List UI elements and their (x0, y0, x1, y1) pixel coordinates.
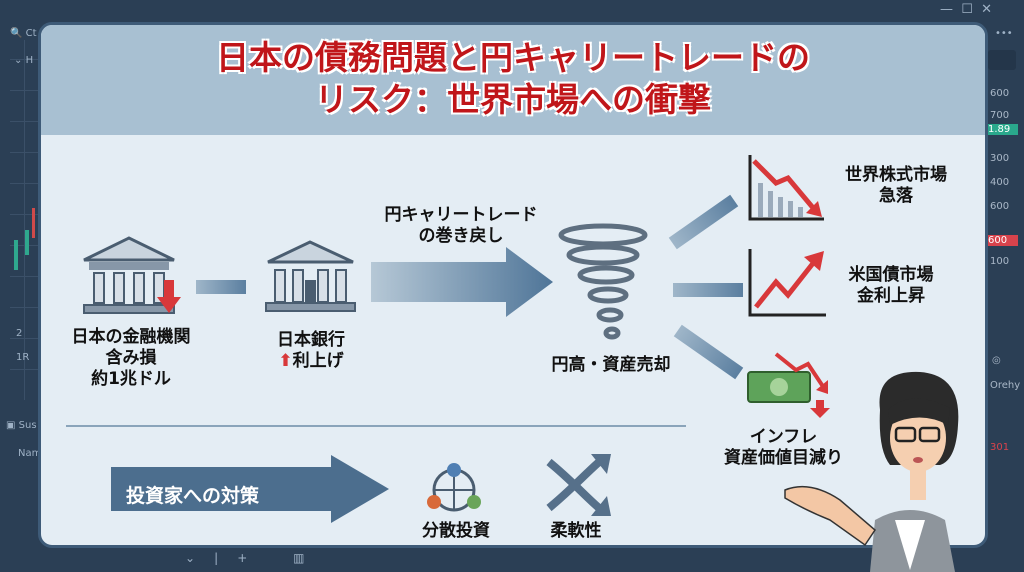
candle (32, 208, 35, 238)
yen-label: 円高・資産売却 (551, 355, 671, 375)
big-arrow-icon (371, 247, 553, 317)
bonds-label: 米国債市場金利上昇 (848, 265, 934, 306)
tornado-icon (558, 223, 648, 340)
divider (66, 425, 686, 427)
price-label: 300 (990, 153, 1010, 164)
candle (25, 230, 29, 255)
up-arrow-icon: ⬆ (278, 351, 293, 371)
price-label: 400 (990, 177, 1010, 188)
infographic-panel: 日本の債務問題と円キャリートレードの リスク：世界市場への衝撃 日本の金融機関含… (38, 22, 988, 548)
more-icon[interactable]: ••• (995, 28, 1013, 39)
unwind-label: 円キャリートレードの巻き戻し (384, 205, 538, 246)
down-arrow-icon (157, 280, 181, 313)
candle (14, 240, 18, 270)
symbol-label: H (25, 55, 34, 66)
price-label: 700 (990, 110, 1010, 121)
price-badge: 600 (988, 235, 1018, 246)
title-line1: 日本の債務問題と円キャリートレードの (216, 38, 810, 77)
left-label: 2 (16, 328, 23, 339)
arrow-up-right-icon (668, 194, 739, 250)
bottom-toolbar[interactable]: ⌄ | + ▥ (185, 551, 305, 565)
inflation-label: インフレ資産価値目減り (724, 427, 843, 468)
price-label: 100 (990, 256, 1010, 267)
red-value: 301 (990, 442, 1010, 453)
search-label: Ct (25, 28, 37, 39)
stocks-label: 世界株式市場急落 (845, 165, 947, 206)
panel-tab[interactable]: ▣ Sus (6, 420, 37, 431)
column-header: Nam (18, 448, 42, 459)
flex-label: 柔軟性 (550, 521, 602, 541)
presenter-avatar (784, 371, 959, 572)
rising-chart-icon (748, 249, 826, 317)
falling-chart-icon (748, 155, 824, 221)
central-bank-icon (265, 240, 356, 312)
window-controls[interactable]: — ☐ ✕ (940, 2, 993, 17)
side-text: Orehy (990, 380, 1021, 391)
title: 日本の債務問題と円キャリートレードの リスク：世界市場への衝撃 (41, 37, 985, 121)
flexibility-icon (546, 454, 611, 516)
diversify-icon (427, 463, 481, 512)
title-band (41, 25, 985, 135)
institutions-label: 日本の金融機関含み損約1兆ドル (71, 327, 191, 389)
price-label: 600 (990, 201, 1010, 212)
price-badge: 1.89 (988, 124, 1018, 135)
arrow-right-icon (673, 283, 743, 297)
symbol-select[interactable]: ⌄ H (14, 55, 34, 66)
title-line2: リスク：世界市場への衝撃 (315, 80, 711, 119)
price-label: 600 (990, 88, 1010, 99)
money-down-icon (747, 352, 830, 418)
panel-label: Sus (18, 420, 37, 431)
measures-arrow (111, 455, 389, 523)
settings-icon[interactable]: ◎ (992, 355, 1001, 366)
left-label: 1R (16, 352, 30, 363)
dropdown[interactable] (988, 50, 1016, 70)
search-box[interactable]: 🔍 Ct (10, 28, 37, 39)
arrow-right-icon (196, 280, 246, 294)
chart-grid (10, 40, 40, 400)
boj-label: 日本銀行 ⬆利上げ (277, 330, 345, 371)
bank-icon (83, 236, 181, 314)
measures-label: 投資家への対策 (126, 485, 260, 507)
diversify-label: 分散投資 (422, 521, 490, 541)
